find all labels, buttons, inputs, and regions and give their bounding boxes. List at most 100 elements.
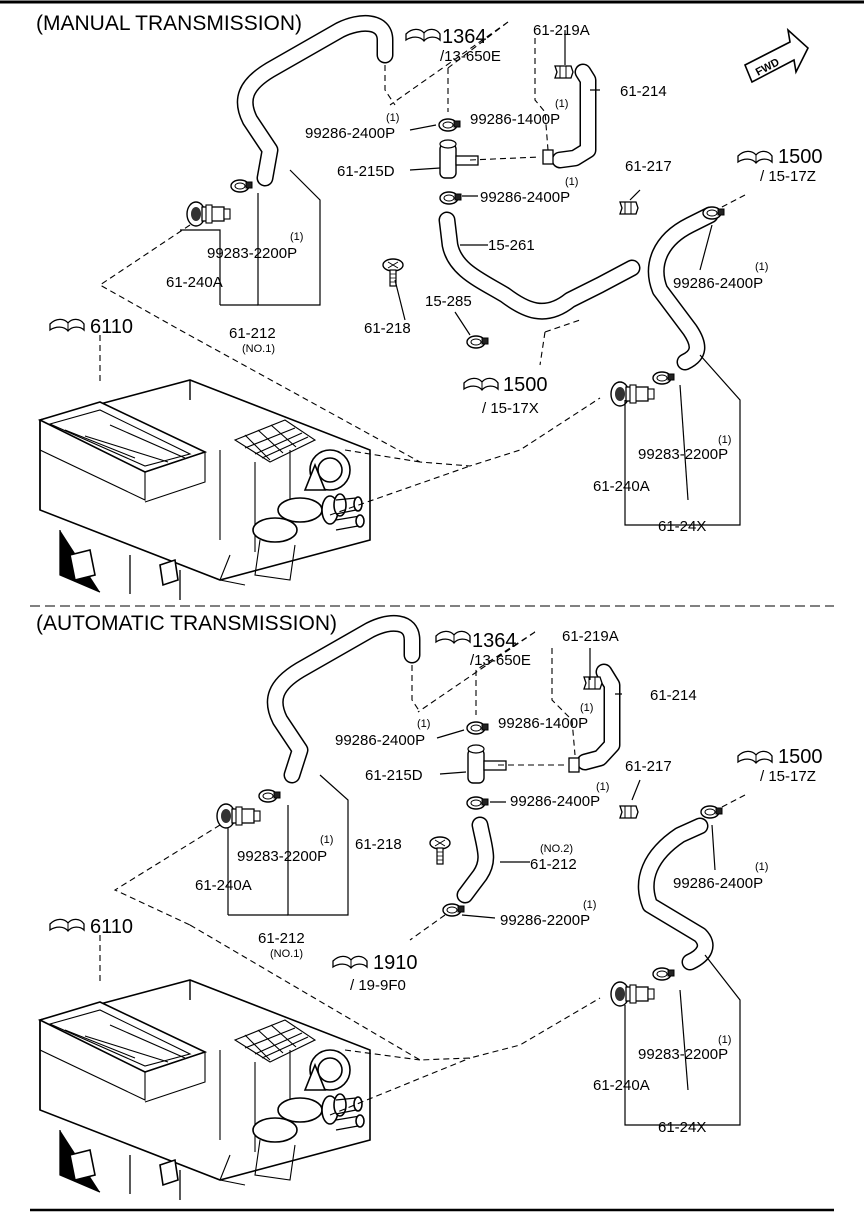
qty-99283-2200P-r: (1) — [718, 1034, 731, 1046]
label-99283-2200P-r: 99283-2200P — [638, 446, 728, 463]
qty-99286-2400P-b: (1) — [565, 176, 578, 188]
label-61-240A-r: 61-240A — [593, 1077, 650, 1094]
reference-book-icon — [737, 750, 773, 764]
reference-book-icon — [405, 28, 441, 42]
label-99286-2400P-c: 99286-2400P — [673, 875, 763, 892]
heater-unit-6110 — [39, 379, 371, 601]
clamp-99283-2200P-r — [652, 371, 675, 385]
label-61-219A: 61-219A — [533, 22, 590, 39]
label-61-212: 61-212 — [258, 930, 305, 947]
label-99283-2200P-l: 99283-2200P — [237, 848, 327, 865]
clamp-15-285 — [466, 335, 489, 349]
ref-1910-sub: / 19-9F0 — [350, 977, 406, 994]
label-61-218: 61-218 — [355, 836, 402, 853]
label-61-240A-l: 61-240A — [195, 877, 252, 894]
heater-unit-6110 — [39, 979, 371, 1201]
joint-99286-1400P — [542, 149, 554, 165]
clip-61-219A — [583, 676, 603, 690]
section-manual: (MANUAL TRANSMISSION) FWD — [0, 0, 864, 601]
hose-61-214 — [551, 63, 597, 169]
label-61-212: 61-212 — [229, 325, 276, 342]
qty-99286-1400P: (1) — [555, 98, 568, 110]
section-title: (MANUAL TRANSMISSION) — [36, 12, 302, 35]
clamp-99286-2400P-c — [702, 206, 725, 220]
label-99286-2400P-b: 99286-2400P — [510, 793, 600, 810]
hose-61-24X — [637, 817, 714, 971]
label-61-212-no: (NO.1) — [270, 948, 303, 960]
clamp-99286-2400P-c — [700, 805, 723, 819]
qty-99283-2200P-r: (1) — [718, 434, 731, 446]
hose-61-214 — [576, 663, 621, 771]
label-99286-1400P: 99286-1400P — [498, 715, 588, 732]
fitting-61-240A-l — [186, 201, 231, 227]
label-99286-2200P: 99286-2200P — [500, 912, 590, 929]
clamp-99286-2400P-a — [466, 721, 489, 735]
clamp-99286-2200P — [442, 903, 465, 917]
hose-61-212-no2 — [456, 816, 495, 904]
reference-book-icon — [49, 918, 85, 932]
label-61-214: 61-214 — [650, 687, 697, 704]
qty-99286-2400P-a: (1) — [417, 718, 430, 730]
qty-99286-2400P-c: (1) — [755, 861, 768, 873]
qty-99286-2200P: (1) — [583, 899, 596, 911]
qty-99286-2400P-c: (1) — [755, 261, 768, 273]
label-61-240A-l: 61-240A — [166, 274, 223, 291]
joint-99286-1400P — [568, 757, 580, 773]
section-title: (AUTOMATIC TRANSMISSION) — [36, 612, 337, 635]
label-15-261: 15-261 — [488, 237, 535, 254]
qty-99283-2200P-l: (1) — [320, 834, 333, 846]
hose-61-24X — [647, 206, 719, 371]
qty-99286-1400P: (1) — [580, 702, 593, 714]
label-99286-1400P: 99286-1400P — [470, 111, 560, 128]
clamp-99283-2200P-l — [230, 179, 253, 193]
bleed-screw-61-218 — [382, 258, 404, 287]
label-99286-2400P-b: 99286-2400P — [480, 189, 570, 206]
ref-1910: 1910 — [373, 952, 418, 974]
ref-1500-top-sub: / 15-17Z — [760, 168, 816, 185]
forward-arrow-icon: FWD — [743, 27, 809, 84]
qty-99286-2400P-a: (1) — [386, 112, 399, 124]
leader-lines — [98, 21, 746, 526]
label-61-212-no2: 61-212 — [530, 856, 577, 873]
hose-61-212 — [266, 614, 421, 784]
label-15-285: 15-285 — [425, 293, 472, 310]
clamp-99283-2200P-l — [258, 789, 281, 803]
label-61-24X: 61-24X — [658, 1119, 706, 1136]
label-99286-2400P-a: 99286-2400P — [335, 732, 425, 749]
label-99286-2400P-c: 99286-2400P — [673, 275, 763, 292]
hose-61-212 — [236, 14, 394, 187]
bleed-screw-61-218 — [429, 836, 451, 865]
label-61-217: 61-217 — [625, 158, 672, 175]
ref-6110: 6110 — [90, 916, 133, 938]
label-61-215D: 61-215D — [365, 767, 423, 784]
t-joint-61-215D — [439, 139, 479, 179]
reference-book-icon — [463, 377, 499, 391]
clamp-99286-2400P-b — [439, 191, 462, 205]
clamp-99286-2400P-b — [466, 796, 489, 810]
ref-6110: 6110 — [90, 316, 133, 338]
ref-1364: 1364 — [442, 26, 487, 48]
label-61-215D: 61-215D — [337, 163, 395, 180]
qty-99286-2400P-b: (1) — [596, 781, 609, 793]
clip-61-217 — [619, 805, 639, 819]
fitting-61-240A-r — [610, 981, 655, 1007]
section-automatic: (AUTOMATIC TRANSMISSION) — [36, 612, 823, 1201]
ref-1500-mid: 1500 — [503, 374, 548, 396]
label-99283-2200P-r: 99283-2200P — [638, 1046, 728, 1063]
reference-book-icon — [332, 955, 368, 969]
label-61-217: 61-217 — [625, 758, 672, 775]
label-61-214: 61-214 — [620, 83, 667, 100]
reference-book-icon — [49, 318, 85, 332]
label-61-212-no: (NO.1) — [242, 343, 275, 355]
leader-lines — [99, 631, 746, 1126]
label-61-240A-r: 61-240A — [593, 478, 650, 495]
label-61-24X: 61-24X — [658, 518, 706, 535]
ref-1500-top-sub: / 15-17Z — [760, 768, 816, 785]
ref-1500-top: 1500 — [778, 746, 823, 768]
clamp-99283-2200P-r — [652, 967, 675, 981]
fitting-61-240A-l — [216, 803, 261, 829]
ref-1364: 1364 — [472, 630, 517, 652]
label-99283-2200P-l: 99283-2200P — [207, 245, 297, 262]
fitting-61-240A-r — [610, 381, 655, 407]
